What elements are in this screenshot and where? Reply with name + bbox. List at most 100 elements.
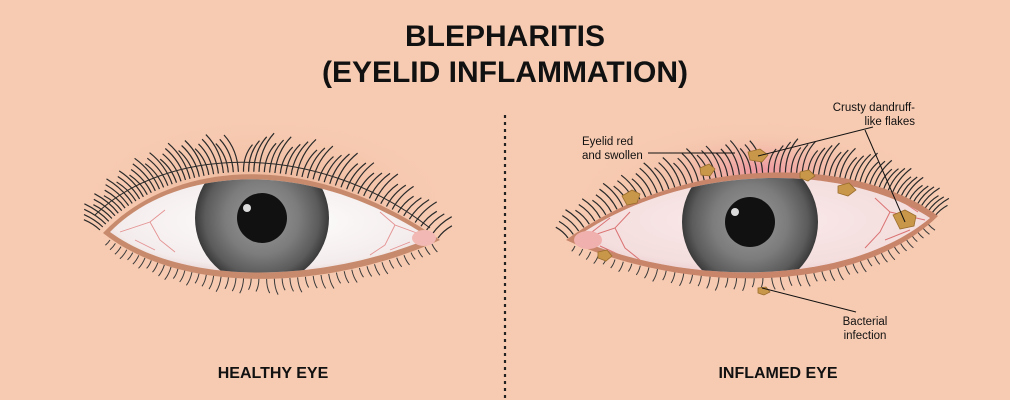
eyelash (343, 271, 350, 284)
eyelash (595, 194, 612, 213)
eyelash (351, 162, 375, 192)
eyelash (266, 278, 271, 294)
eyelash (818, 144, 833, 175)
eyelash (555, 226, 569, 239)
eyelash (767, 148, 777, 174)
eyelash (184, 140, 205, 176)
eyelash (426, 213, 445, 231)
eyelash (105, 184, 130, 207)
eyelash (132, 163, 156, 192)
eyelash (849, 155, 865, 181)
eyelash (924, 195, 939, 210)
eyelash (873, 159, 893, 187)
annotation-crusty-flakes-line2: like flakes (864, 116, 916, 128)
eyelash (578, 203, 596, 222)
eyelash (561, 215, 580, 232)
eyelash (784, 138, 799, 173)
eyelash (911, 235, 918, 242)
eyelash (215, 143, 229, 173)
eyelash (201, 274, 207, 287)
eyelash (296, 138, 317, 177)
right-highlight (731, 208, 739, 216)
eyelash (130, 169, 152, 194)
annotation-red-swollen-line2: and swollen (582, 150, 643, 162)
eyelash (643, 162, 664, 192)
annotation-bacterial-line1: Bacterial (842, 316, 888, 328)
eyelash (158, 264, 165, 277)
eyelash (83, 214, 104, 228)
eyelash (729, 140, 746, 175)
eyelash (790, 147, 802, 174)
left-tear-duct (412, 230, 436, 246)
annotation-red-swollen-line1: Eyelid red (582, 136, 634, 148)
eyelash (366, 266, 373, 277)
eyelash (908, 184, 923, 201)
eyelash (132, 255, 140, 265)
eyelash (618, 261, 624, 273)
eyelash (374, 264, 381, 276)
eyelash (248, 278, 252, 290)
eyelash (602, 182, 624, 207)
right-pupil (725, 197, 775, 247)
left-highlight (243, 204, 251, 212)
eyelash (403, 255, 410, 266)
eyelash (410, 252, 416, 260)
eyelash (739, 147, 752, 174)
eyelash (414, 201, 438, 223)
eyelash (592, 199, 607, 216)
eyelash (149, 152, 173, 185)
eyelash (273, 278, 279, 295)
eyelash (179, 270, 186, 283)
eyelash (388, 259, 395, 269)
eyelash (334, 152, 358, 186)
eyelash (381, 262, 389, 275)
eyelash (662, 270, 667, 281)
eyelash (900, 242, 907, 252)
annotation-leaders (648, 126, 906, 313)
eyelash (118, 170, 144, 198)
eyelash (654, 167, 670, 190)
crust-flakes (597, 148, 917, 296)
right-upper-lashes (555, 138, 950, 239)
eyelash (323, 154, 342, 183)
eyelash (812, 147, 826, 175)
eyelash (363, 172, 383, 197)
eyelash (358, 267, 364, 278)
eyelash (697, 274, 702, 287)
eyelash (285, 143, 301, 175)
eyelash (681, 152, 699, 182)
eyelash (104, 189, 126, 209)
eyelash (424, 246, 431, 256)
healthy-eye (83, 132, 453, 295)
left-pupil (237, 193, 287, 243)
eyelash (289, 277, 294, 292)
annotation-crusty-flakes-line1: Crusty dandruff- (832, 102, 915, 114)
eyelash (725, 144, 740, 176)
eyelash (796, 143, 809, 174)
eyelash (269, 139, 285, 173)
eyelash (194, 273, 200, 284)
eyelash (146, 260, 152, 269)
eyelash (912, 185, 929, 203)
eyelash (864, 161, 879, 184)
eyelash (627, 263, 633, 272)
eyelash (138, 257, 146, 269)
eyelash (312, 275, 318, 289)
eyelash (685, 148, 705, 181)
eyelash (839, 147, 856, 179)
eyelash (84, 203, 110, 222)
eyelash (705, 145, 723, 178)
eyelash (335, 272, 342, 284)
eyelash (670, 271, 676, 284)
eyelash (658, 162, 676, 188)
eyelash (833, 149, 849, 178)
eyelash (144, 163, 165, 188)
eyelash (896, 176, 912, 195)
inflamed-eye-caption: INFLAMED EYE (718, 365, 838, 382)
eyelash (93, 204, 113, 219)
eyelash (281, 278, 286, 291)
eyelash (223, 134, 239, 172)
eyelash (117, 175, 141, 200)
